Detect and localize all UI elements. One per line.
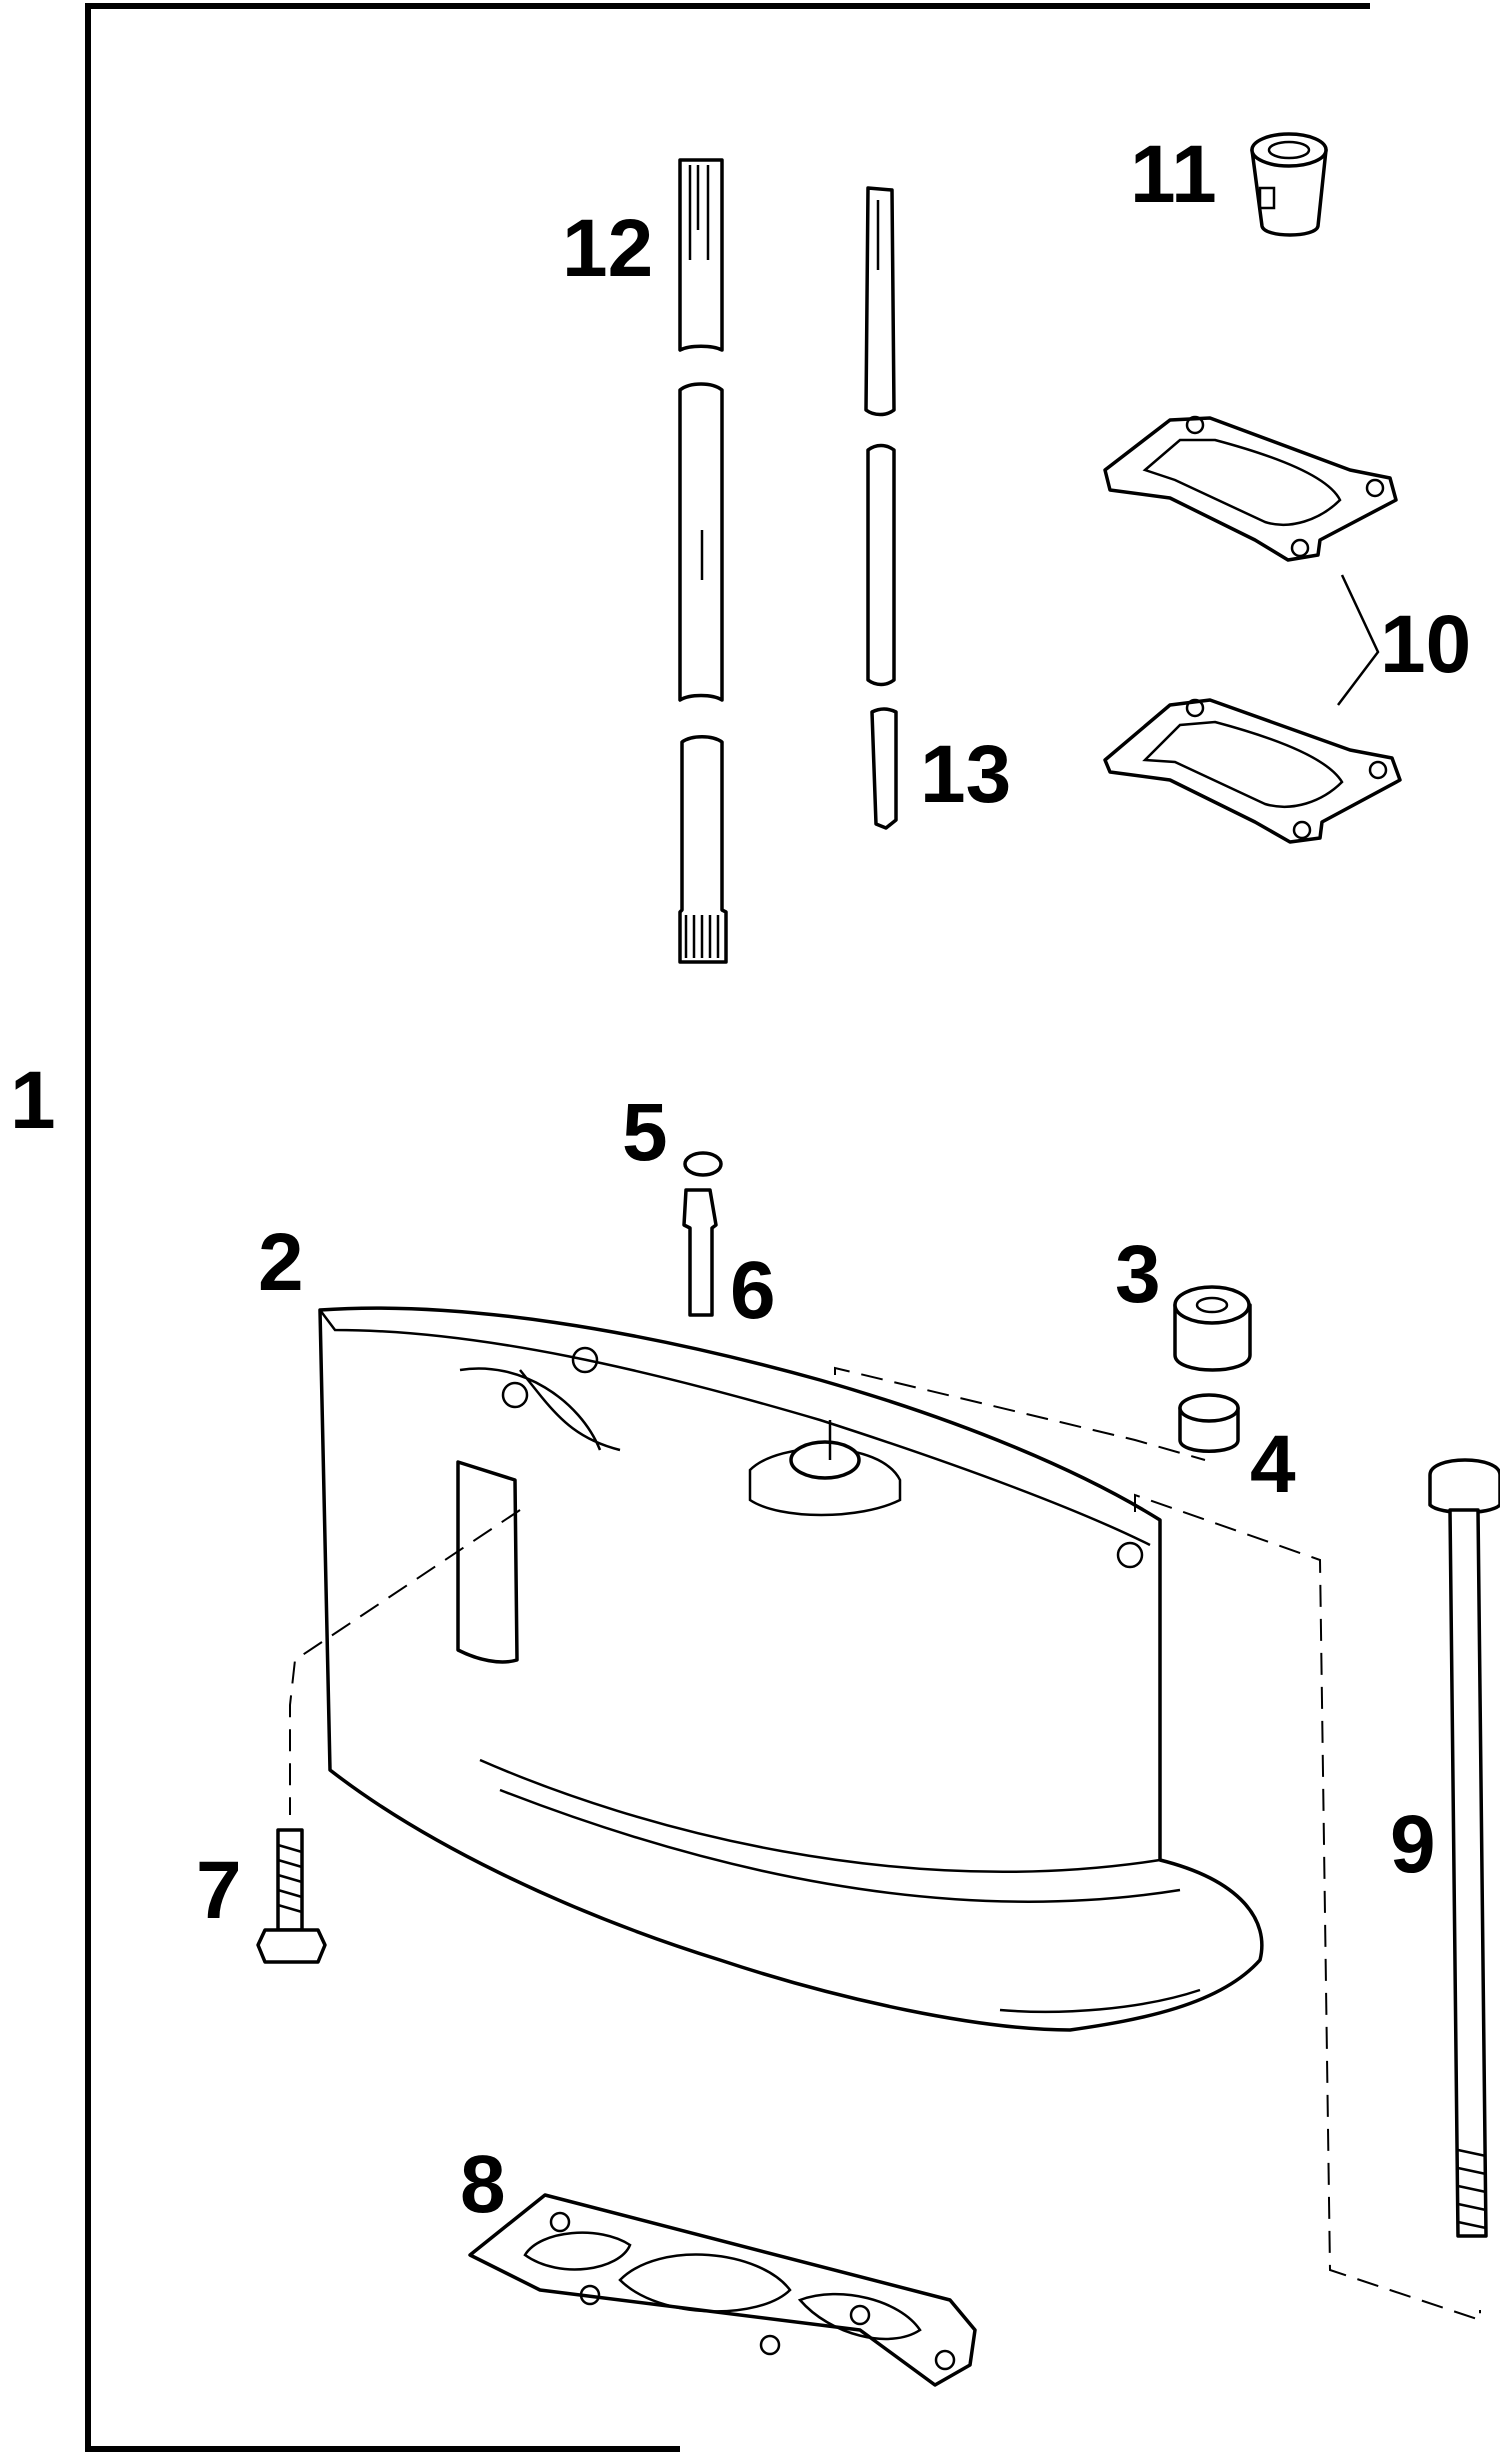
- bushing: [1250, 132, 1328, 237]
- exhaust-housing: [318, 1306, 1264, 2032]
- callout-8: 8: [460, 2139, 506, 2230]
- callout-7: 7: [196, 1845, 242, 1936]
- assembly-dashed-lines: [289, 1366, 1481, 2322]
- callout-13: 13: [920, 729, 1011, 820]
- callout-9: 9: [1390, 1799, 1436, 1890]
- gasket-pair-brace: [1337, 574, 1380, 706]
- callout-11: 11: [1130, 129, 1217, 220]
- callout-10: 10: [1380, 599, 1471, 690]
- callout-5: 5: [622, 1087, 668, 1178]
- base-gasket: [468, 2193, 977, 2387]
- callout-1: 1: [10, 1055, 56, 1146]
- callout-4: 4: [1250, 1419, 1296, 1510]
- lower-gasket: [1103, 698, 1402, 844]
- small-grommet: [1178, 1393, 1240, 1453]
- o-ring: [683, 1151, 723, 1177]
- assembly-bracket: [85, 3, 1370, 2452]
- drive-shaft: [678, 158, 728, 964]
- callout-12: 12: [562, 203, 653, 294]
- callout-2: 2: [258, 1217, 304, 1308]
- grommet: [1173, 1285, 1252, 1372]
- callout-6: 6: [730, 1245, 776, 1336]
- long-bolt: [1428, 1458, 1500, 2238]
- cap-screw: [256, 1828, 327, 1964]
- callout-3: 3: [1115, 1229, 1161, 1320]
- upper-gasket: [1103, 415, 1398, 562]
- shift-rod: [864, 186, 898, 830]
